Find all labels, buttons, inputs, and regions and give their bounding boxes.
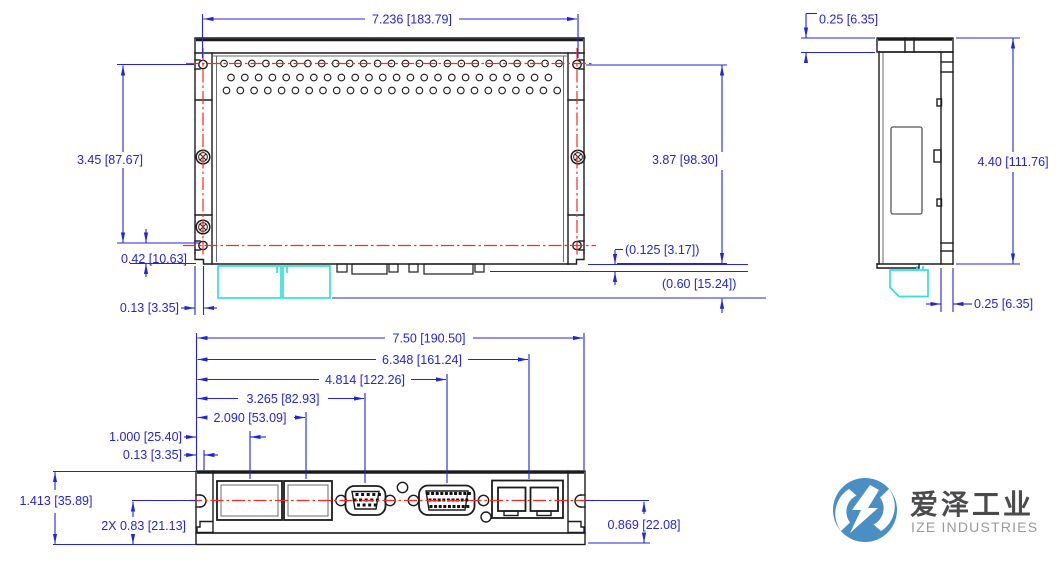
logo-swoosh-right (873, 489, 895, 531)
db15-pins (353, 493, 381, 507)
dimensions-bottom-view: 7.50 [190.50] 6.348 [161.24] 4.814 [122.… (20, 332, 681, 546)
dim-side-plate-thickness: 0.25 [6.35] (974, 297, 1033, 311)
dimensions-side-view: 0.25 [6.35] 4.40 [111.76] 0.25 [6.35] (801, 13, 1049, 312)
logo-bolt-icon (850, 485, 879, 533)
rj45-ports (491, 479, 564, 519)
side-tab (936, 198, 943, 207)
company-logo: 爱泽工业 IZE INDUSTRIES (833, 478, 1038, 542)
mounting-hole (480, 511, 492, 523)
dim-top-connector-recess: (0.125 [3.17]) (625, 243, 699, 257)
logo-english-text: IZE INDUSTRIES (911, 519, 1038, 535)
dim-side-height: 4.40 [111.76] (977, 155, 1048, 169)
side-window-cutout (890, 126, 923, 215)
side-connector-highlight (889, 266, 929, 298)
dim-top-bottom-offset: 0.42 [10.63] (121, 252, 187, 266)
right-foot (567, 252, 585, 265)
dimensions-top-view: 7.236 [183.79] 3.45 [87.67] 0.42 [10.63]… (77, 13, 766, 315)
left-foot (194, 252, 569, 265)
side-bottom-lip (876, 263, 920, 269)
top-view (183, 37, 596, 299)
dim-bottom-width: 7.50 [190.50] (393, 332, 466, 346)
dim-bottom-terminal1-position: 1.000 [25.40] (109, 430, 182, 444)
vent-holes (220, 59, 563, 95)
side-tab (936, 98, 943, 107)
dim-bottom-terminal2-position: 2.090 [53.09] (214, 411, 287, 425)
dim-bottom-edge-offset: 0.13 [3.35] (123, 448, 182, 462)
bottom-edge-connector-tabs (336, 263, 485, 275)
dim-top-mount-height: 3.45 [87.67] (77, 153, 143, 167)
dim-top-width: 7.236 [183.79] (372, 13, 452, 27)
dim-top-connector-depth: (0.60 [15.24]) (662, 277, 736, 291)
side-view (876, 37, 954, 298)
logo-swoosh-left (835, 489, 857, 531)
dim-bottom-total-height: 1.413 [35.89] (20, 494, 93, 508)
db26-connector (407, 484, 490, 516)
dim-bottom-right-height: 0.869 [22.08] (608, 518, 681, 532)
terminal-block-highlights (217, 265, 331, 299)
bottom-plate (195, 532, 586, 546)
top-cap-outline (194, 37, 585, 54)
centerlines-top-view (183, 48, 596, 256)
bottom-view (132, 470, 649, 546)
side-tab (933, 149, 942, 163)
logo-chinese-text: 爱泽工业 (910, 488, 1034, 521)
dim-bottom-center-height: 2X 0.83 [21.13] (101, 519, 186, 533)
dim-bottom-db15-position: 3.265 [82.93] (247, 392, 320, 406)
mounting-hole (396, 481, 409, 494)
dim-top-body-height: 3.87 [98.30] (652, 153, 718, 167)
dim-top-edge-offset: 0.13 [3.35] (120, 301, 179, 315)
dim-bottom-rj45-position: 6.348 [161.24] (382, 353, 462, 367)
mounting-screws (195, 149, 586, 235)
dim-bottom-db26-position: 4.814 [122.26] (325, 373, 405, 387)
dim-side-flange-thickness: 0.25 [6.35] (819, 13, 878, 27)
